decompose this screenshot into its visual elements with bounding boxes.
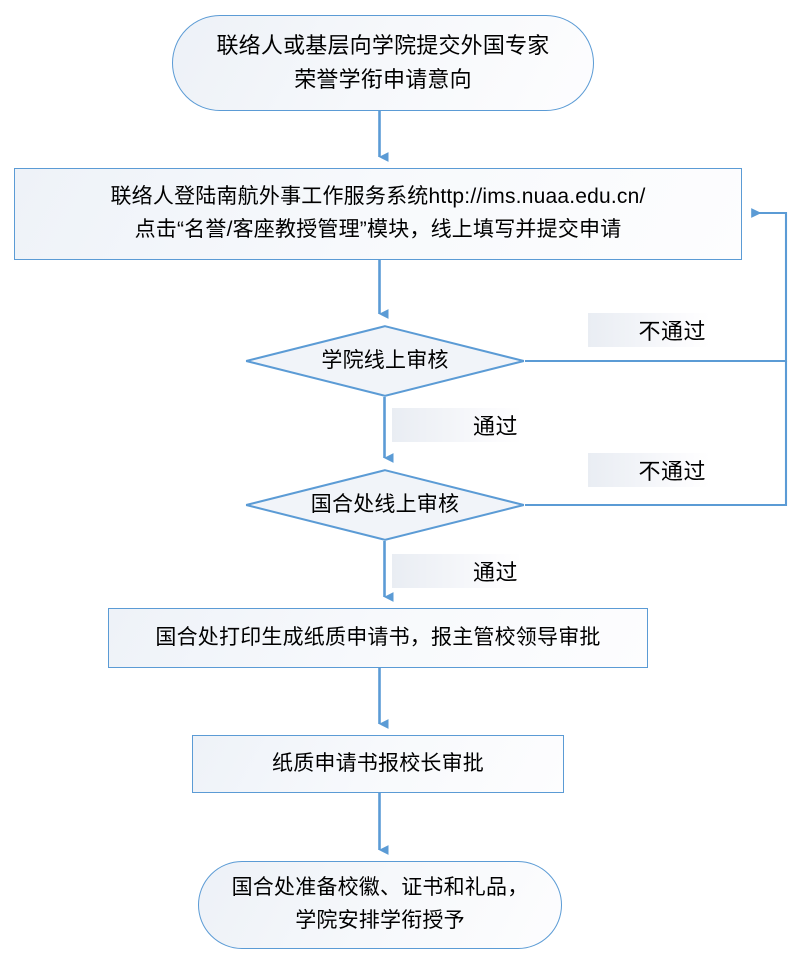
edge-label-text: 不通过 — [638, 319, 706, 344]
node-label: 国合处准备校徽、证书和礼品， 学院安排学衔授予 — [231, 876, 529, 932]
node-label: 国合处线上审核 — [310, 492, 460, 516]
edge-label-college-reject: 不通过 — [588, 313, 710, 347]
node-print-paper-application[interactable]: 国合处打印生成纸质申请书，报主管校领导审批 — [108, 608, 648, 668]
node-college-review[interactable]: 学院线上审核 — [245, 325, 525, 397]
node-international-office-review[interactable]: 国合处线上审核 — [245, 469, 525, 541]
edge-label-office-pass: 通过 — [392, 554, 522, 588]
node-label: 纸质申请书报校长审批 — [272, 751, 484, 775]
edge-label-text: 通过 — [472, 414, 518, 439]
node-label: 联络人登陆南航外事工作服务系统http://ims.nuaa.edu.cn/ 点… — [110, 185, 646, 241]
edge-label-college-pass: 通过 — [392, 408, 522, 442]
node-label: 联络人或基层向学院提交外国专家 荣誉学衔申请意向 — [216, 32, 550, 92]
node-label: 学院线上审核 — [321, 348, 449, 372]
node-label: 国合处打印生成纸质申请书，报主管校领导审批 — [155, 625, 601, 649]
node-president-approval[interactable]: 纸质申请书报校长审批 — [192, 735, 564, 793]
node-login-system[interactable]: 联络人登陆南航外事工作服务系统http://ims.nuaa.edu.cn/ 点… — [14, 168, 742, 260]
diamond-shape — [245, 325, 525, 397]
edge-label-text: 通过 — [472, 560, 518, 585]
node-prepare-ceremony[interactable]: 国合处准备校徽、证书和礼品， 学院安排学衔授予 — [198, 861, 562, 949]
edge-label-office-reject: 不通过 — [588, 453, 710, 487]
node-submit-intent[interactable]: 联络人或基层向学院提交外国专家 荣誉学衔申请意向 — [172, 15, 594, 111]
diamond-shape — [245, 469, 525, 541]
edge-label-text: 不通过 — [638, 459, 706, 484]
